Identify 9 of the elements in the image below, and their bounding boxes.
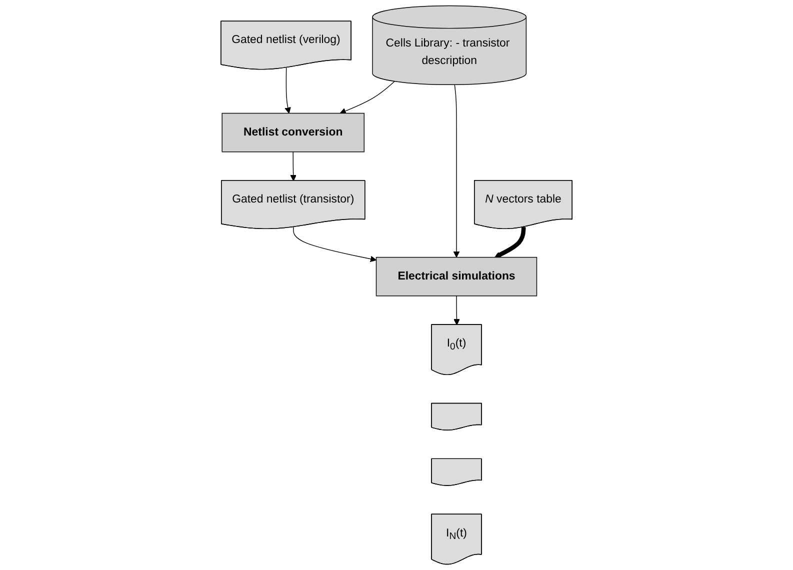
arrow [494, 227, 526, 258]
arrow [290, 152, 296, 182]
arrow [340, 80, 395, 114]
arrow [284, 67, 291, 114]
arrow [454, 296, 460, 326]
arrow [293, 226, 377, 262]
node-box: Electrical simulations [376, 256, 538, 296]
arrow [453, 84, 460, 258]
node-box: Netlist conversion [222, 112, 364, 152]
